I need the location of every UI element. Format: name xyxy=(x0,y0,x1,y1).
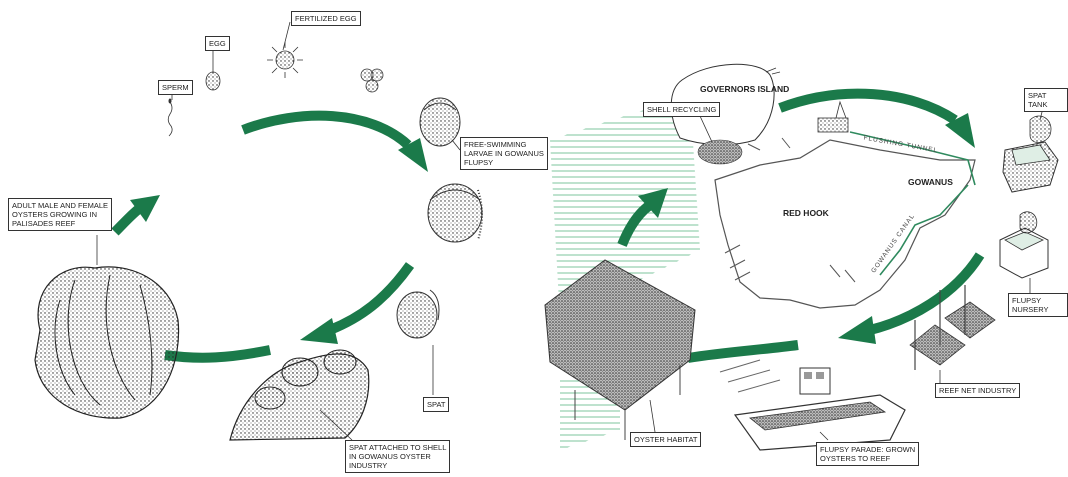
reef-net-illustration xyxy=(910,285,995,370)
label-free-swimming-larvae: FREE-SWIMMING LARVAE IN GOWANUS FLUPSY xyxy=(460,137,548,170)
label-shell-recycling: SHELL RECYCLING xyxy=(643,102,720,117)
flupsy-nursery-illustration xyxy=(1000,212,1048,278)
map-arrow-bottom xyxy=(688,345,798,358)
larva-illustration-1 xyxy=(420,98,460,146)
spat-on-shell-illustration xyxy=(230,350,369,440)
dock-planks xyxy=(720,360,780,392)
label-gowanus: GOWANUS xyxy=(908,177,953,187)
flupsy-barge-illustration xyxy=(735,368,905,450)
label-red-hook: RED HOOK xyxy=(783,208,829,218)
larva-illustration-2 xyxy=(428,184,482,242)
cell-division-illustration xyxy=(361,69,383,92)
cycle-arrow-left xyxy=(115,195,160,232)
label-spat: SPAT xyxy=(423,397,449,412)
fertilized-egg-illustration xyxy=(267,42,303,78)
cycle-arrow-bottom xyxy=(165,350,270,358)
label-adult-oysters: ADULT MALE AND FEMALE OYSTERS GROWING IN… xyxy=(8,198,112,231)
label-governors-island: GOVERNORS ISLAND xyxy=(700,84,789,94)
label-egg: EGG xyxy=(205,36,230,51)
label-reef-net-industry: REEF NET INDUSTRY xyxy=(935,383,1020,398)
adult-oyster-illustration xyxy=(35,267,179,418)
egg-illustration xyxy=(206,72,220,90)
sperm-illustration xyxy=(168,102,172,136)
shell-pile-illustration xyxy=(698,140,742,164)
label-spat-tank: SPAT TANK xyxy=(1024,88,1068,112)
red-hook-outline xyxy=(715,140,975,308)
cycle-arrow-top xyxy=(243,116,428,172)
label-sperm: SPERM xyxy=(158,80,193,95)
spat-illustration xyxy=(397,290,439,338)
gowanus-dock-illustration xyxy=(818,102,848,132)
label-flupsy-parade: FLUPSY PARADE: GROWN OYSTERS TO REEF xyxy=(816,442,919,466)
cycle-arrow-right xyxy=(300,265,410,344)
label-flupsy-nursery: FLUPSY NURSERY xyxy=(1008,293,1068,317)
label-fertilized-egg: FERTILIZED EGG xyxy=(291,11,361,26)
label-oyster-habitat: OYSTER HABITAT xyxy=(630,432,701,447)
spat-tank-illustration xyxy=(1003,116,1058,192)
label-spat-attached: SPAT ATTACHED TO SHELL IN GOWANUS OYSTER… xyxy=(345,440,450,473)
